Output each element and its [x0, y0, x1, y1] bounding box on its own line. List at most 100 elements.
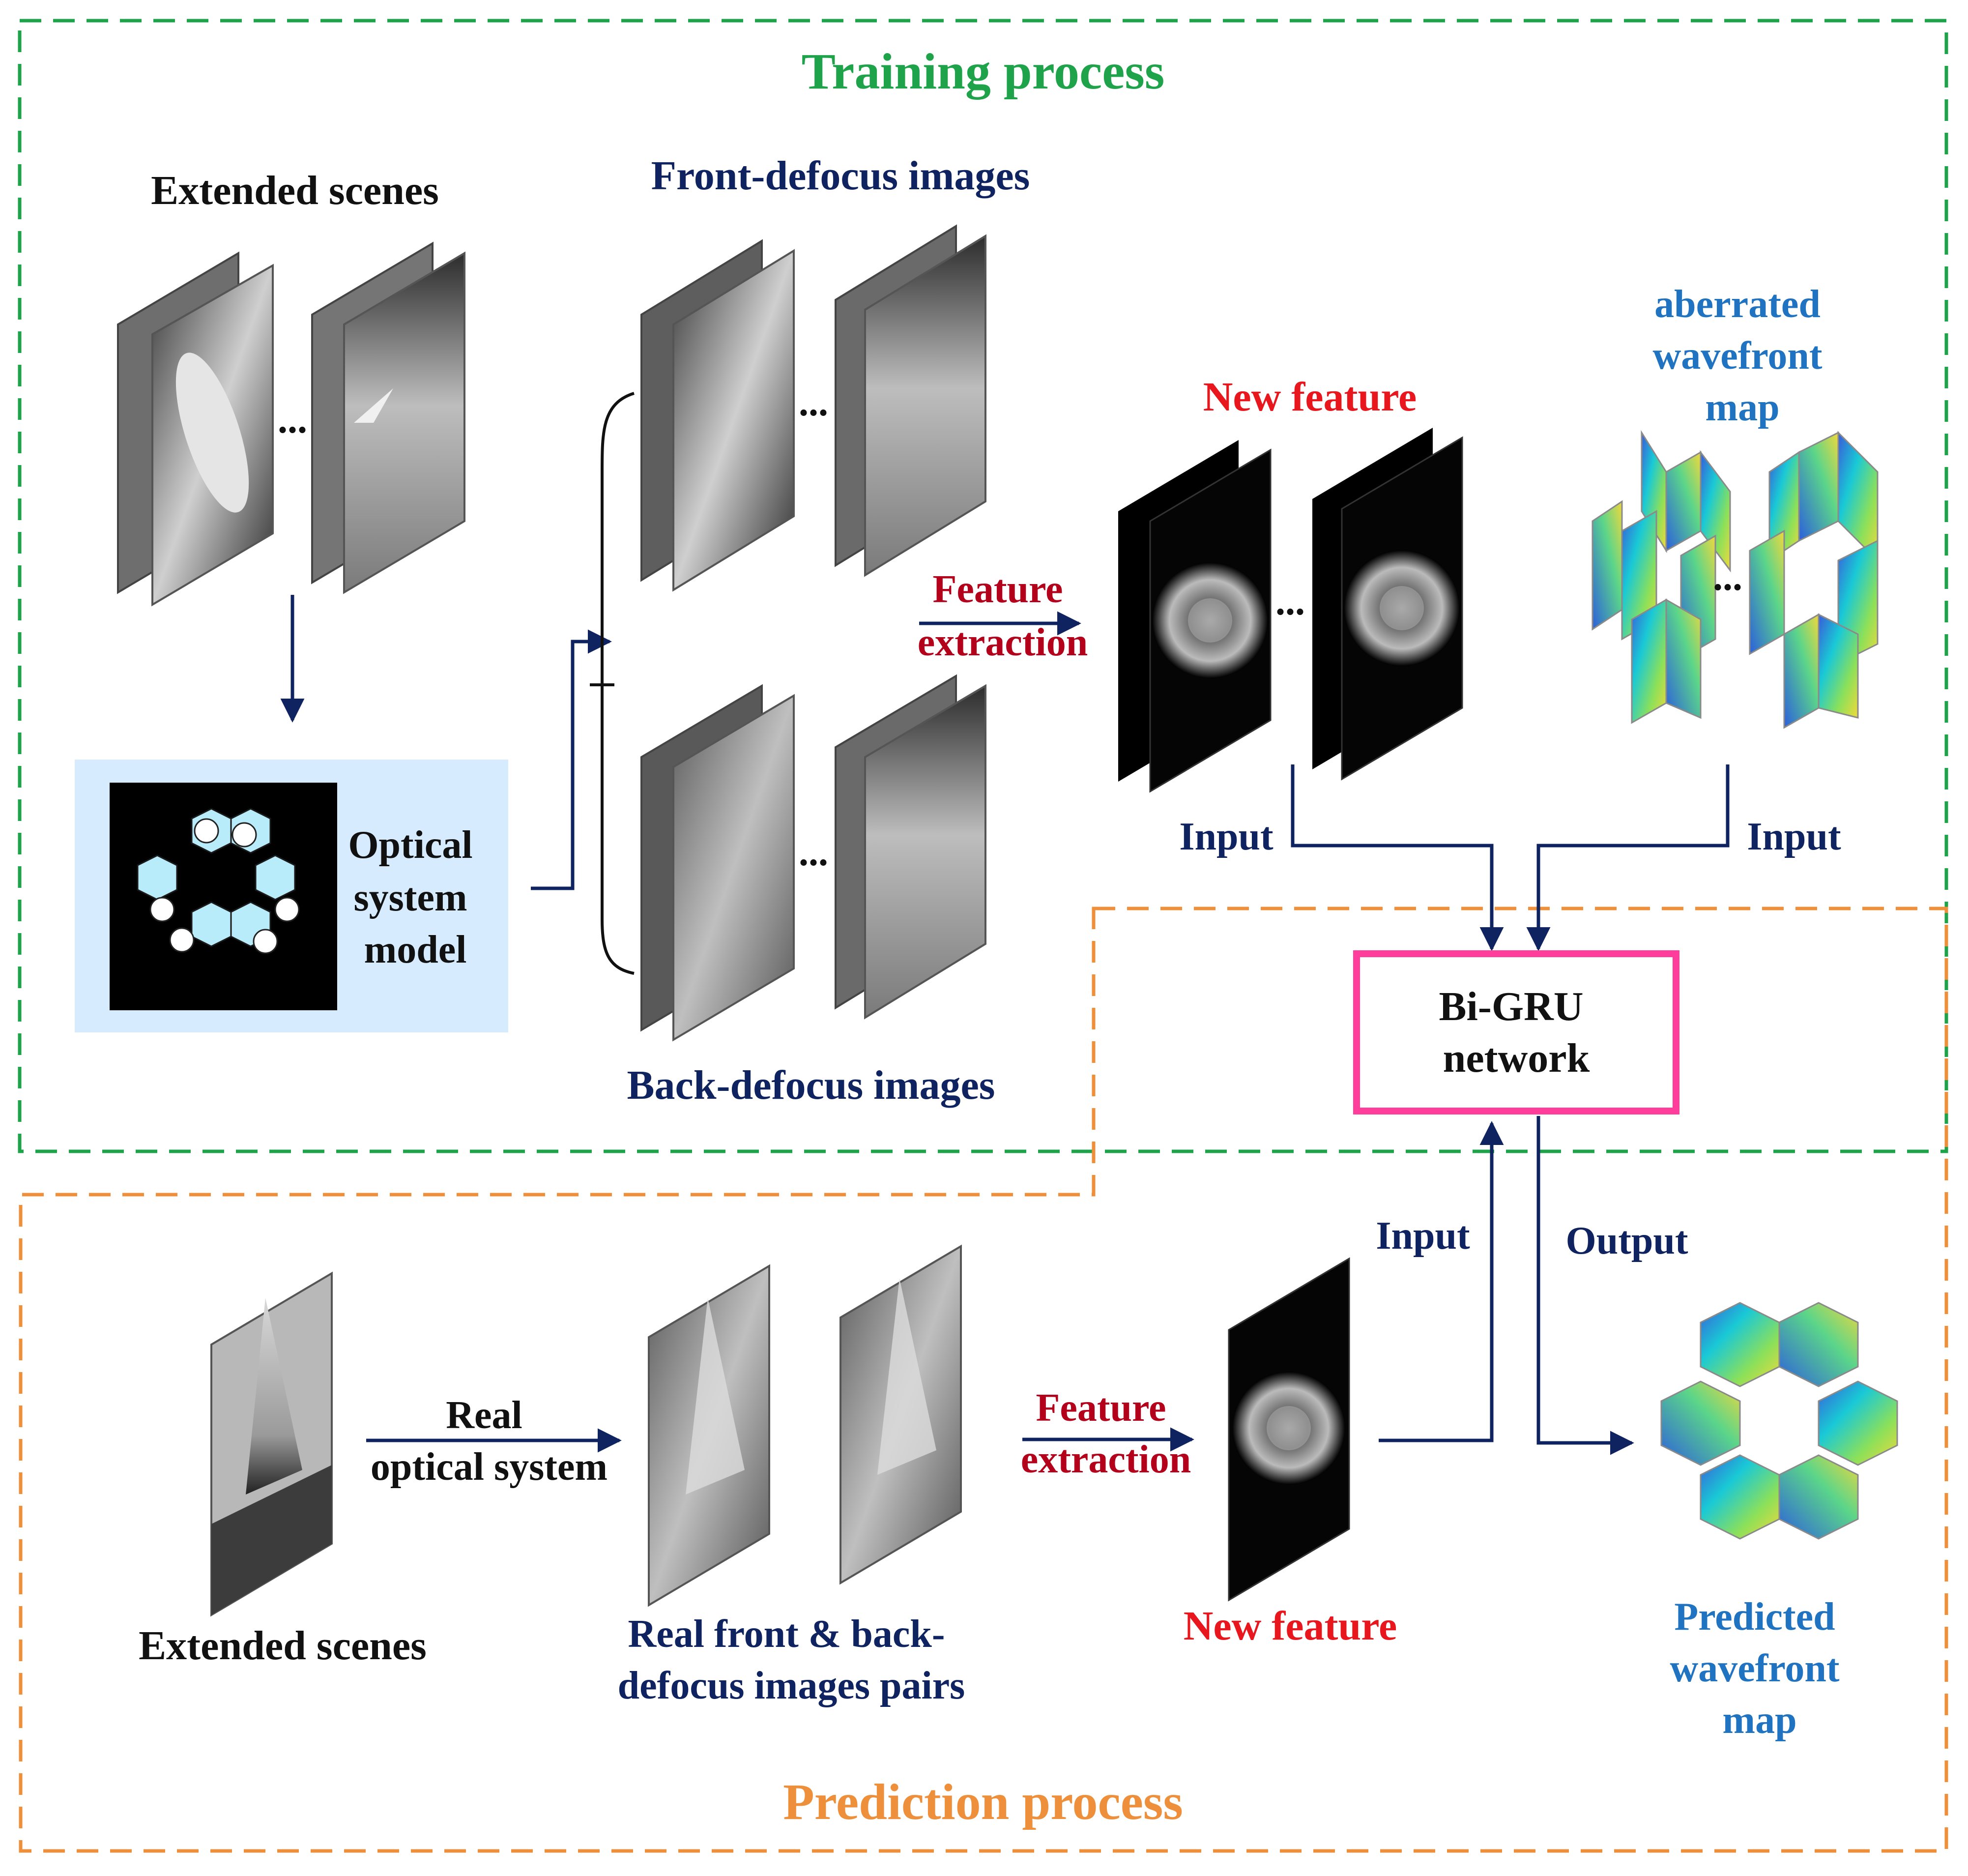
water-shape — [211, 1465, 332, 1615]
mirror-circle — [169, 927, 195, 953]
real-pairs-line2: defocus images pairs — [618, 1664, 965, 1707]
feature-extraction-label: Feature extraction — [918, 568, 1088, 664]
back-defocus-label: Back-defocus images — [627, 1062, 995, 1108]
mirror-circle — [274, 897, 300, 922]
wave-segment — [1749, 529, 1785, 655]
prediction-feature-extraction-label: Feature extraction — [1021, 1386, 1191, 1481]
predicted-map-label: Predicted wavefront map — [1670, 1595, 1849, 1742]
mirror-segment — [137, 854, 178, 901]
real-optical-label: Real optical system — [371, 1394, 608, 1489]
network-output-label: Output — [1566, 1219, 1688, 1262]
optical-model-label: Optical system model — [348, 823, 482, 971]
arrow-prediction-input — [1379, 1121, 1504, 1442]
boat-shape — [175, 352, 249, 513]
mirror-circles — [149, 818, 300, 954]
arrow-wavefront-to-network — [1526, 764, 1730, 951]
back-defocus-photo-2 — [864, 684, 986, 1020]
feature-pattern-center-2 — [1380, 586, 1424, 630]
extended-scenes-stack-2 — [311, 241, 465, 594]
real-pairs — [648, 1244, 962, 1607]
extended-scenes-label: Extended scenes — [151, 168, 439, 213]
arrow-model-to-defocus — [531, 629, 612, 890]
new-feature-stack-2 — [1312, 428, 1463, 781]
front-defocus-stack-1 — [640, 239, 795, 592]
feature-pattern-center — [1188, 598, 1232, 643]
back-defocus-stack-2 — [835, 674, 986, 1020]
ellipsis-scenes: ... — [278, 398, 307, 441]
ellipsis-feature: ... — [1275, 580, 1305, 623]
aberrated-wavefront-1 — [1592, 430, 1731, 724]
aberrated-map-label: aberrated wavefront map — [1652, 283, 1832, 429]
new-feature-stack-1 — [1118, 440, 1272, 793]
mirror-segment — [191, 901, 232, 947]
mirror-circle — [232, 822, 257, 848]
pred-segment — [1778, 1454, 1859, 1540]
plane-shape — [354, 388, 393, 423]
front-defocus-label: Front-defocus images — [651, 153, 1030, 199]
pred-segment — [1700, 1454, 1780, 1540]
arrow-network-output — [1536, 1116, 1634, 1455]
extended-scenes-stack-1 — [117, 251, 274, 607]
wave-segment — [1837, 431, 1879, 562]
real-front-sail — [686, 1298, 745, 1495]
scene-plane-photo — [343, 251, 465, 594]
bigru-network-box — [1353, 950, 1679, 1114]
real-optical-line1: Real — [446, 1394, 522, 1437]
real-back-sail — [877, 1278, 936, 1475]
mirror-circle — [253, 929, 278, 954]
front-defocus-photo-2 — [864, 234, 986, 577]
mirror-segment — [255, 854, 296, 901]
bigru-line1: Bi-GRU — [1439, 984, 1584, 1029]
wave-segment — [1783, 613, 1820, 729]
sail-shape — [246, 1298, 302, 1495]
optical-model-line3: model — [364, 928, 467, 971]
pred-segment — [1778, 1302, 1859, 1387]
back-defocus-photo — [672, 694, 795, 1042]
predicted-line3: map — [1722, 1699, 1796, 1742]
prediction-new-feature-label: New feature — [1184, 1603, 1397, 1649]
pred-segment — [1818, 1380, 1898, 1466]
bracket-defocus — [601, 392, 635, 975]
prediction-feature-map — [1228, 1257, 1350, 1602]
aberrated-line1: aberrated — [1654, 283, 1821, 326]
optical-model-line2: system — [353, 876, 467, 919]
arrow-feature-to-network — [1291, 764, 1504, 951]
prediction-region — [19, 907, 1948, 1853]
aberrated-wavefront-2 — [1749, 431, 1879, 729]
wave-segment — [1818, 613, 1859, 719]
feature-extraction-line2: extraction — [918, 621, 1088, 664]
ellipsis-wavefront: ... — [1713, 556, 1742, 599]
front-defocus-stack-2 — [835, 224, 986, 577]
front-defocus-photo — [672, 249, 795, 592]
feature-extraction-line1: Feature — [932, 568, 1063, 611]
mirror-circle — [149, 897, 175, 922]
input-right-label: Input — [1747, 815, 1841, 858]
ellipsis-front: ... — [799, 381, 828, 424]
pred-segment — [1660, 1380, 1741, 1466]
real-optical-line2: optical system — [371, 1445, 608, 1489]
wave-segment — [1665, 451, 1702, 552]
prediction-feature-center — [1267, 1406, 1311, 1450]
training-region — [18, 19, 1948, 1153]
bigru-label: Bi-GRU network — [1439, 984, 1594, 1081]
aberrated-line3: map — [1705, 386, 1779, 429]
back-defocus-stack-1 — [640, 684, 795, 1042]
pred-segment — [1700, 1302, 1780, 1387]
bigru-line2: network — [1443, 1035, 1590, 1081]
real-pairs-line1: Real front & back- — [628, 1612, 945, 1656]
wave-segment — [1665, 598, 1702, 719]
input-left-label: Input — [1179, 815, 1273, 858]
aberrated-line2: wavefront — [1652, 334, 1822, 378]
predicted-line1: Predicted — [1674, 1595, 1835, 1639]
prediction-scene — [210, 1271, 333, 1617]
real-pairs-label: Real front & back- defocus images pairs — [618, 1612, 965, 1707]
mirror-circle — [194, 818, 219, 844]
training-title: Training process — [802, 43, 1165, 100]
wave-segment — [1798, 431, 1839, 542]
ellipsis-back: ... — [799, 831, 828, 874]
predicted-line2: wavefront — [1670, 1647, 1839, 1690]
prediction-title: Prediction process — [783, 1774, 1183, 1830]
wave-segment — [1631, 598, 1667, 724]
new-feature-label: New feature — [1203, 374, 1417, 420]
